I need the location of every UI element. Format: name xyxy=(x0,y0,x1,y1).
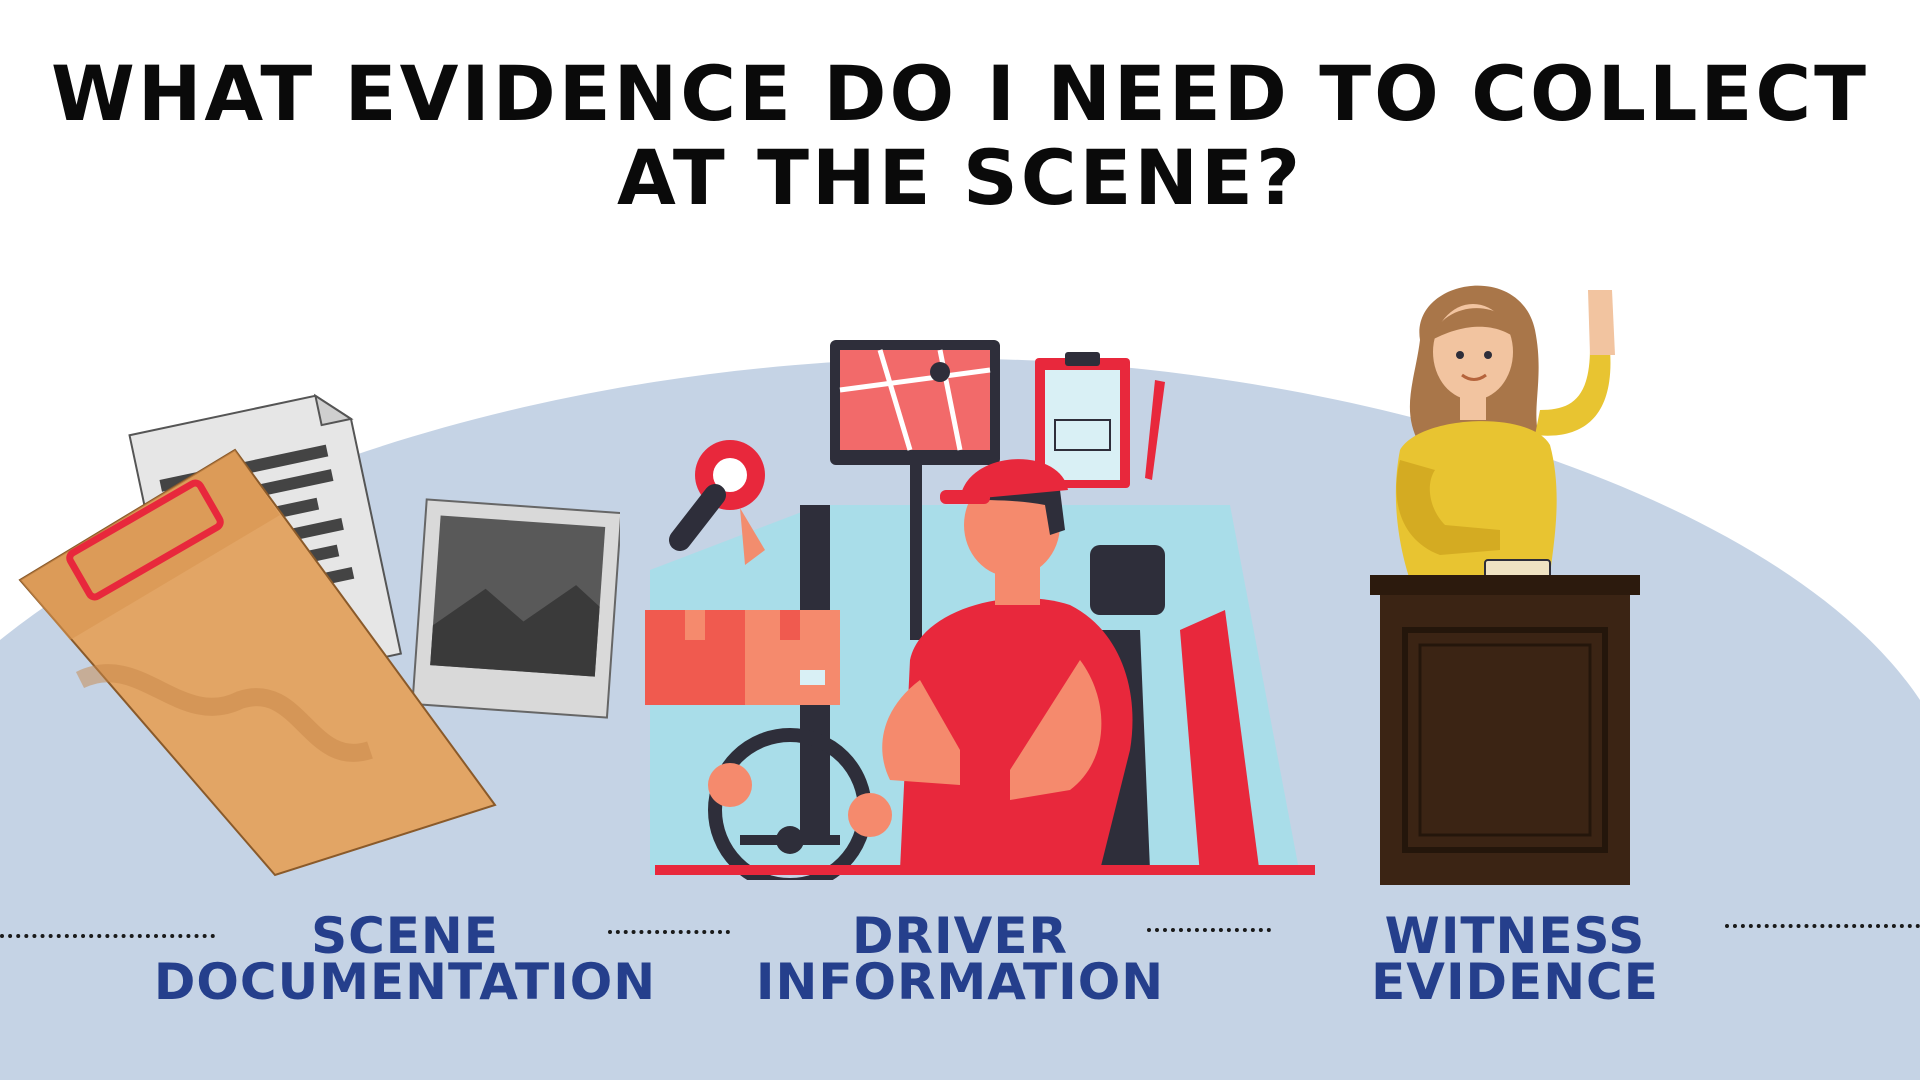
dotted-separator-center-right xyxy=(1147,928,1271,932)
delivery-driver-icon xyxy=(645,340,1315,880)
label-scene-line-1: SCENE xyxy=(311,907,499,965)
label-witness-line-2: EVIDENCE xyxy=(1371,953,1659,1011)
documents-folder-photo-icon xyxy=(18,393,620,877)
label-driver-line-1: DRIVER xyxy=(852,907,1068,965)
dotted-separator-left xyxy=(0,934,215,938)
label-scene-documentation: SCENE DOCUMENTATION xyxy=(130,907,680,1011)
dotted-separator-right xyxy=(1725,924,1920,928)
label-driver-line-2: INFORMATION xyxy=(755,953,1165,1011)
witness-stand-icon xyxy=(1370,285,1640,885)
label-witness-evidence: WITNESS EVIDENCE xyxy=(1335,907,1695,1011)
page-title: WHAT EVIDENCE DO I NEED TO COLLECT AT TH… xyxy=(0,52,1920,220)
label-driver-information: DRIVER INFORMATION xyxy=(740,907,1180,1011)
title-line-1: WHAT EVIDENCE DO I NEED TO COLLECT xyxy=(51,49,1869,138)
label-witness-line-1: WITNESS xyxy=(1384,907,1646,965)
title-line-2: AT THE SCENE? xyxy=(616,133,1304,222)
dotted-separator-center-left xyxy=(608,930,730,934)
label-scene-line-2: DOCUMENTATION xyxy=(153,953,657,1011)
